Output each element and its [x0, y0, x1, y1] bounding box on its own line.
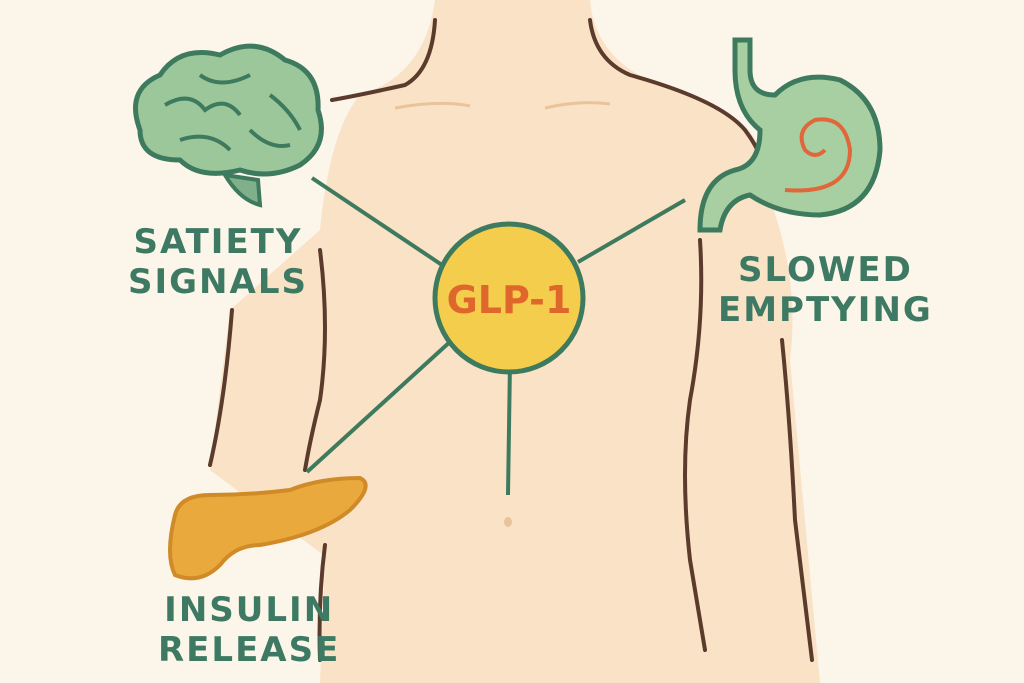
navel — [504, 517, 512, 527]
label-line: INSULIN — [164, 590, 335, 630]
label-line: SIGNALS — [128, 262, 308, 302]
label-line: EMPTYING — [718, 290, 933, 330]
label-line: SLOWED — [738, 250, 913, 290]
right-arm — [690, 240, 800, 683]
body-outline — [208, 18, 814, 662]
glp1-circle — [432, 221, 586, 375]
left-arm — [210, 230, 330, 560]
label-line: RELEASE — [158, 630, 341, 670]
slowed-emptying-label: SLOWED EMPTYING — [718, 250, 933, 330]
satiety-signals-label: SATIETY SIGNALS — [128, 222, 308, 302]
insulin-release-label: INSULIN RELEASE — [158, 590, 340, 670]
brain-icon — [133, 43, 324, 208]
collarbones — [394, 101, 611, 110]
label-line: SATIETY — [133, 222, 303, 262]
connectors — [305, 176, 687, 496]
pancreas-icon — [168, 475, 368, 581]
stomach-icon — [697, 37, 883, 233]
glp1-label: GLP-1 — [446, 278, 572, 322]
